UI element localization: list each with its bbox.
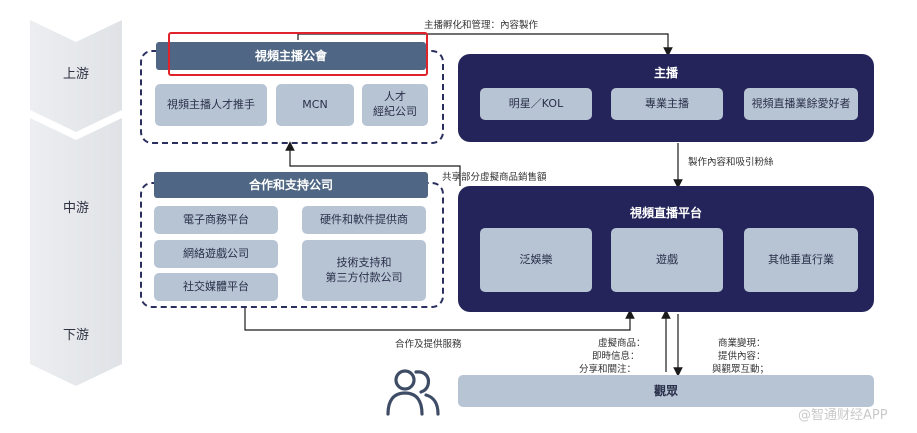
flow-share-sales-arrow	[285, 141, 461, 186]
audience-right-label-monetization: 商業變現：	[718, 338, 766, 349]
partner-item-ecommerce: 電子商務平台	[154, 206, 278, 234]
platform-item-entertainment: 泛娛樂	[480, 228, 592, 292]
anchor-item-celebrity: 明星／KOL	[480, 88, 592, 120]
audience-right-label-interact: 與觀眾互動；	[712, 364, 770, 375]
flow-cooperate-arrow	[244, 308, 635, 331]
flow-incubation-arrow	[297, 33, 673, 57]
platform-title: 視頻直播平台	[629, 206, 702, 220]
audience-bar: 觀眾	[458, 375, 874, 407]
highlight-frame	[168, 32, 428, 76]
partner-item-hardware-software: 硬件和軟件提供商	[302, 206, 426, 234]
partner-item-online-games: 網絡遊戲公司	[154, 240, 278, 268]
union-item-talent-agency: 人才 經紀公司	[362, 84, 428, 126]
watermark: @智通财经APP	[798, 408, 888, 423]
platform-item-other-verticals: 其他垂直行業	[744, 228, 858, 292]
stage-downstream-label: 下游	[62, 328, 89, 343]
anchor-title: 主播	[653, 66, 678, 80]
platform-item-games: 遊戲	[611, 228, 723, 292]
anchor-item-amateur: 視頻直播業餘愛好者	[744, 88, 858, 120]
people-icon	[386, 369, 440, 416]
stage-midstream-label: 中游	[62, 201, 89, 216]
stage-midstream-chevron	[30, 118, 122, 308]
flow-cooperate-label: 合作及提供服務	[395, 339, 462, 350]
audience-left-label-virtual-goods: 虛擬商品：	[598, 338, 646, 349]
flow-share-sales-label: 共享部分虛擬商品銷售額	[442, 172, 547, 183]
flow-incubation-label: 主播孵化和管理：內容製作	[424, 20, 539, 31]
audience-left-label-share-follow: 分享和關注：	[579, 364, 637, 375]
audience-left-label-instant-msg: 即時信息：	[592, 351, 640, 362]
partner-item-tech-payment: 技術支持和 第三方付款公司	[302, 240, 426, 301]
flow-produce-label: 製作內容和吸引粉絲	[688, 157, 774, 168]
union-item-mcn: MCN	[276, 84, 354, 126]
anchor-item-professional: 專業主播	[611, 88, 723, 120]
partner-item-social-media: 社交媒體平台	[154, 273, 278, 301]
audience-right-label-content: 提供內容：	[718, 351, 766, 362]
stage-upstream-label: 上游	[62, 67, 89, 82]
union-title: 視頻主播公會	[156, 42, 426, 70]
partners-title: 合作和支持公司	[154, 172, 428, 198]
union-item-talent-promoter: 視頻主播人才推手	[155, 84, 267, 126]
